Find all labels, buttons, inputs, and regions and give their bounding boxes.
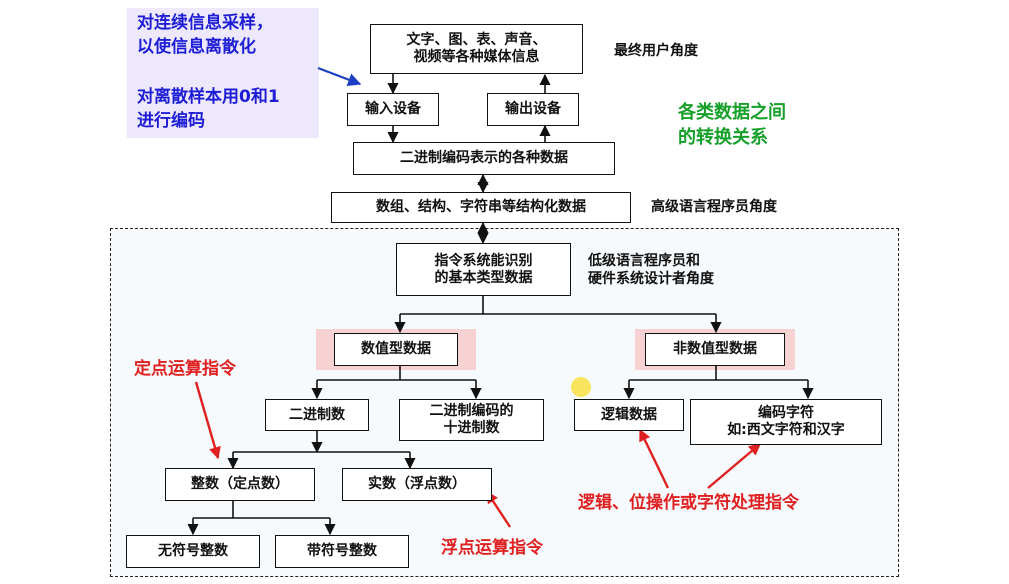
low-level-label: 低级语言程序员和 硬件系统设计者角度 xyxy=(588,253,714,287)
input-device-box: 输入设备 xyxy=(347,93,439,126)
unsigned-integer-box: 无符号整数 xyxy=(126,535,260,568)
pointer-highlight xyxy=(571,377,591,397)
bcd-box: 二进制编码的 十进制数 xyxy=(399,399,544,441)
logic-ops-instruction-label: 逻辑、位操作或字符处理指令 xyxy=(578,493,799,513)
output-device-box: 输出设备 xyxy=(487,93,579,126)
signed-integer-box: 带符号整数 xyxy=(275,535,409,568)
logic-ops-arrow-right xyxy=(707,443,761,489)
note-line-2: 以使信息离散化 xyxy=(137,37,256,57)
numeric-data-box: 数值型数据 xyxy=(334,333,458,366)
note-line-3: 对离散样本用0和1 xyxy=(137,87,280,107)
note-line-1: 对连续信息采样， xyxy=(137,13,273,33)
non-numeric-data-box: 非数值型数据 xyxy=(645,333,785,366)
media-box: 文字、图、表、声音、 视频等各种媒体信息 xyxy=(370,24,583,74)
integer-box: 整数（定点数） xyxy=(165,468,315,501)
fixed-point-instruction-label: 定点运算指令 xyxy=(134,359,236,379)
logic-ops-arrow-left xyxy=(638,428,670,489)
fixed-point-arrow xyxy=(194,381,221,460)
basic-types-box: 指令系统能识别 的基本类型数据 xyxy=(396,243,571,296)
binary-number-box: 二进制数 xyxy=(265,399,369,431)
note-line-4: 进行编码 xyxy=(137,111,205,131)
logic-data-box: 逻辑数据 xyxy=(574,399,684,431)
high-level-label: 高级语言程序员角度 xyxy=(651,199,777,215)
structured-data-box: 数组、结构、字符串等结构化数据 xyxy=(331,192,631,223)
floating-point-instruction-label: 浮点运算指令 xyxy=(441,538,543,558)
end-user-label: 最终用户角度 xyxy=(614,43,698,59)
real-number-box: 实数（浮点数） xyxy=(342,468,492,501)
binary-data-box: 二进制编码表示的各种数据 xyxy=(353,142,615,175)
conversion-label: 各类数据之间 的转换关系 xyxy=(678,102,786,148)
note-arrow xyxy=(317,66,362,86)
note-panel xyxy=(127,8,319,138)
char-code-box: 编码字符 如:西文字符和汉字 xyxy=(690,399,882,445)
